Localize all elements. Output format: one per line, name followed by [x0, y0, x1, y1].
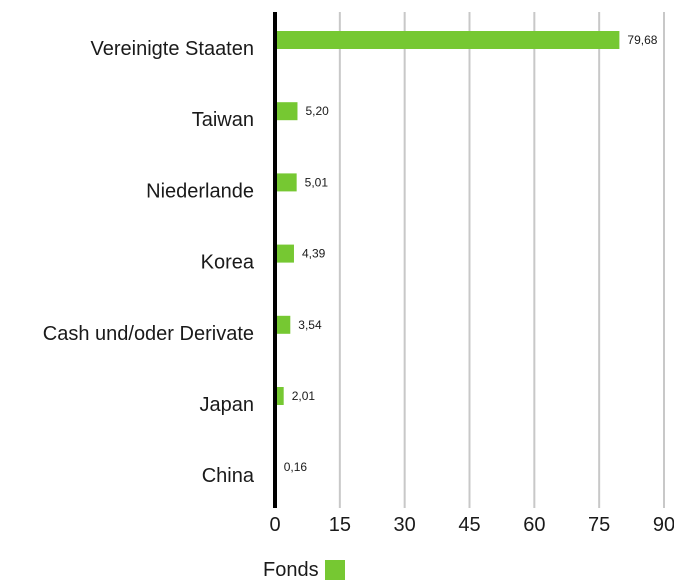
- legend-label: Fonds: [263, 558, 319, 581]
- category-label: Cash und/oder Derivate: [43, 323, 254, 345]
- category-label: China: [202, 465, 255, 487]
- x-tick-label: 90: [653, 514, 674, 536]
- category-label: Taiwan: [192, 109, 254, 131]
- gridlines: [338, 12, 665, 508]
- x-tick-label: 45: [458, 514, 480, 536]
- data-label: 5,01: [305, 175, 329, 189]
- bar: [275, 244, 294, 263]
- category-label: Korea: [201, 252, 255, 274]
- bars: 79,68 5,20 5,01 4,39 3,54 2,01 0,16: [275, 31, 658, 477]
- bar: [275, 315, 291, 334]
- category-label: Japan: [200, 394, 255, 416]
- data-label: 79,68: [627, 33, 657, 47]
- category-label: Niederlande: [146, 180, 254, 202]
- data-label: 3,54: [298, 318, 322, 332]
- legend: Fonds: [263, 559, 345, 581]
- data-label: 2,01: [292, 389, 316, 403]
- bar: [275, 387, 284, 405]
- data-label: 0,16: [284, 460, 308, 474]
- data-label: 4,39: [302, 247, 326, 261]
- category-labels: Vereinigte StaatenTaiwanNiederlandeKorea…: [43, 38, 255, 487]
- x-axis-ticks: 0 15 30 45 60 75 90: [269, 514, 674, 536]
- x-tick-label: 75: [588, 514, 610, 536]
- x-tick-label: 60: [523, 514, 545, 536]
- x-tick-label: 0: [269, 514, 280, 536]
- legend-swatch: [324, 560, 345, 580]
- x-tick-label: 30: [394, 514, 416, 536]
- bar: [275, 173, 297, 192]
- bar: [275, 31, 620, 49]
- data-label: 5,20: [305, 104, 329, 118]
- bar: [275, 102, 298, 121]
- x-tick-label: 15: [329, 514, 351, 536]
- category-label: Vereinigte Staaten: [91, 38, 254, 60]
